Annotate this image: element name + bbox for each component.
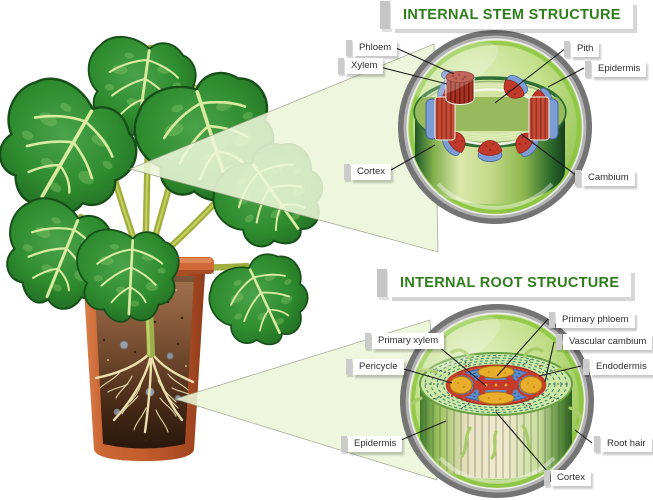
header-tab [377, 269, 387, 297]
label-tab [341, 436, 347, 452]
leader-pith [494, 47, 567, 104]
root-cross-section-magnifier [400, 304, 594, 498]
label-vascular-cambium: Vascular cambium [556, 334, 653, 350]
label-text: Cambium [582, 170, 635, 186]
label-epidermis-root: Epidermis [341, 436, 403, 452]
leader-vascular-cambium [544, 341, 555, 383]
primary-xylem-core [474, 375, 518, 395]
leader-cambium [520, 133, 578, 177]
label-pith: Pith [564, 41, 600, 57]
label-text: Cortex [551, 470, 591, 486]
label-tab [583, 359, 589, 375]
xylem-cylinder-left [425, 96, 456, 141]
label-xylem: Xylem [338, 58, 384, 74]
stem-cross-section-magnifier [398, 30, 592, 224]
leader-xylem [375, 65, 448, 85]
root-section-title: INTERNAL ROOT STRUCTURE [400, 275, 620, 291]
xylem-cylinder-right [528, 96, 559, 141]
label-tab [365, 333, 371, 349]
leader-phloem [395, 47, 455, 75]
leader-epidermis-stem [547, 67, 585, 88]
stem-section-header: INTERNAL STEM STRUCTURE [380, 1, 633, 29]
header-tab [380, 1, 390, 29]
leader-pericycle [396, 366, 453, 384]
leader-root-hair [574, 429, 593, 444]
root-section-header: INTERNAL ROOT STRUCTURE [377, 269, 632, 297]
cortex-spokes [423, 354, 569, 414]
label-epidermis-stem: Epidermis [585, 61, 647, 77]
label-tab [575, 170, 581, 186]
label-pericycle: Pericycle [346, 359, 404, 375]
label-tab [346, 40, 352, 56]
label-root-hair: Root hair [594, 436, 652, 452]
label-text: Epidermis [592, 61, 647, 77]
xylem-poles [449, 365, 543, 405]
label-tab [544, 470, 550, 486]
label-primary-phloem: Primary phloem [549, 312, 635, 328]
label-tab [585, 61, 591, 77]
label-text: Root hair [601, 436, 652, 452]
label-primary-xylem: Primary xylem [365, 333, 445, 349]
label-text: Primary xylem [372, 333, 445, 349]
leader-lines [375, 47, 593, 472]
label-text: Cortex [351, 164, 391, 180]
label-cortex-root: Cortex [544, 470, 591, 486]
label-text: Epidermis [348, 436, 403, 452]
stem-section-title: INTERNAL STEM STRUCTURE [403, 7, 621, 23]
label-text: Pericycle [353, 359, 404, 375]
label-cortex-stem: Cortex [344, 164, 391, 180]
label-text: Endodermis [590, 359, 653, 375]
label-tab [549, 312, 555, 328]
label-tab [344, 164, 350, 180]
label-tab [556, 334, 562, 350]
leader-endodermis [538, 365, 582, 377]
label-text: Vascular cambium [563, 334, 653, 350]
pebbles [113, 340, 182, 416]
label-cambium: Cambium [575, 170, 635, 186]
leader-cortex-root [495, 411, 548, 472]
label-text: Xylem [345, 58, 384, 74]
cortex-red-dots [451, 365, 541, 405]
label-text: Pith [571, 41, 600, 57]
roots [94, 350, 195, 434]
label-tab [564, 41, 570, 57]
label-tab [338, 58, 344, 74]
label-text: Phloem [353, 40, 398, 56]
label-phloem: Phloem [346, 40, 398, 56]
leader-primary-phloem [496, 318, 549, 377]
label-tab [594, 436, 600, 452]
leader-epidermis-root [393, 420, 447, 444]
label-text: Primary phloem [556, 312, 635, 328]
label-endodermis: Endodermis [583, 359, 653, 375]
leader-cortex-stem [390, 144, 436, 171]
label-tab [346, 359, 352, 375]
